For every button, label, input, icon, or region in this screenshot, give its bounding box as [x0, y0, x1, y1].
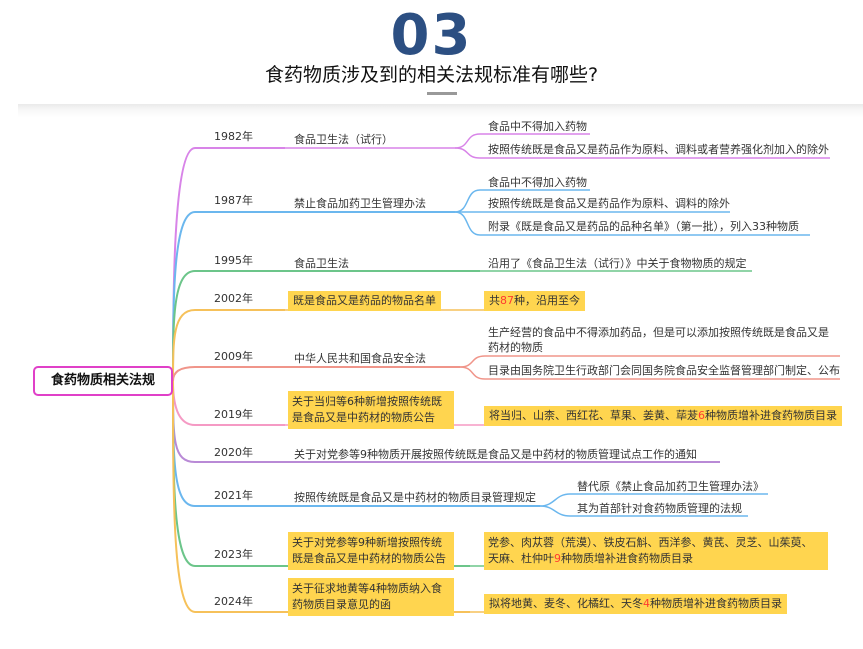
leaf-2009-2: 目录由国务院卫生行政部门会同国务院食品安全监督管理部门制定、公布 — [488, 364, 840, 377]
leaf-2019-1: 将当归、山柰、西红花、草果、姜黄、荜茇6种物质增补进食药物质目录 — [484, 406, 842, 426]
connector-2024 — [172, 380, 470, 613]
section-title: 食药物质涉及到的相关法规标准有哪些? — [0, 62, 863, 88]
connector-2009 — [172, 366, 460, 382]
leaf-1982-2: 按照传统既是食品又是药品作为原料、调料或者营养强化剂加入的除外 — [488, 143, 829, 156]
branch-1987: 禁止食品加药卫生管理办法 — [294, 197, 426, 210]
leaf-1995-1: 沿用了《食品卫生法（试行）》中关于食物物质的规定 — [488, 257, 747, 270]
branch-2020: 关于对党参等9种物质开展按照传统既是食品又是中药材的物质管理试点工作的通知 — [294, 448, 697, 461]
year-2019: 2019年 — [214, 408, 253, 421]
branch-2021: 按照传统既是食品又是中药材的物质目录管理规定 — [294, 491, 536, 504]
branch-2019: 关于当归等6种新增按照传统既是食品又是中药材的物质公告 — [288, 391, 454, 429]
year-2020: 2020年 — [214, 446, 253, 459]
year-2009: 2009年 — [214, 350, 253, 363]
year-2024: 2024年 — [214, 595, 253, 608]
year-2023: 2023年 — [214, 548, 253, 561]
title-underline — [427, 92, 457, 95]
mindmap-root: 食药物质相关法规 — [33, 366, 173, 396]
branch-1982: 食品卫生法（试行） — [294, 133, 393, 146]
leaf-2009-1b: 药材的物质 — [488, 341, 543, 354]
year-2021: 2021年 — [214, 489, 253, 502]
year-1982: 1982年 — [214, 130, 253, 143]
year-1987: 1987年 — [214, 194, 253, 207]
section-number: 03 — [390, 8, 473, 56]
year-2002: 2002年 — [214, 292, 253, 305]
branch-2009: 中华人民共和国食品安全法 — [294, 352, 426, 365]
leaf-2009-1: 生产经营的食品中不得添加药品，但是可以添加按照传统既是食品又是 — [488, 326, 829, 339]
leaf-2024-1: 拟将地黄、麦冬、化橘红、天冬4种物质增补进食药物质目录 — [484, 594, 787, 614]
branch-2024: 关于征求地黄等4种物质纳入食药物质目录意见的函 — [288, 578, 454, 616]
leaf-2002-1: 共87种，沿用至今 — [484, 291, 585, 311]
branch-2023: 关于对党参等9种新增按照传统既是食品又是中药材的物质公告 — [288, 532, 454, 570]
branch-2002: 既是食品又是药品的物品名单 — [288, 291, 441, 311]
leaf-2023-1: 党参、肉苁蓉（荒漠）、铁皮石斛、西洋参、黄芪、灵芝、山茱萸、天麻、杜仲叶9种物质… — [484, 532, 828, 570]
branch-1995: 食品卫生法 — [294, 257, 349, 270]
leaf-2021-2: 其为首部针对食药物质管理的法规 — [577, 502, 742, 515]
year-1995: 1995年 — [214, 254, 253, 267]
connector-2002 — [172, 309, 285, 382]
leaf-1982-1: 食品中不得加入药物 — [488, 120, 587, 133]
leaf-1987-3: 附录《既是食品又是药品的品种名单》（第一批），列入33种物质 — [488, 220, 799, 233]
leaf-1987-2: 按照传统既是食品又是药品作为原料、调料的除外 — [488, 197, 730, 210]
leaf-1987-1: 食品中不得加入药物 — [488, 176, 587, 189]
leaf-2021-1: 替代原《禁止食品加药卫生管理办法》 — [577, 480, 764, 493]
